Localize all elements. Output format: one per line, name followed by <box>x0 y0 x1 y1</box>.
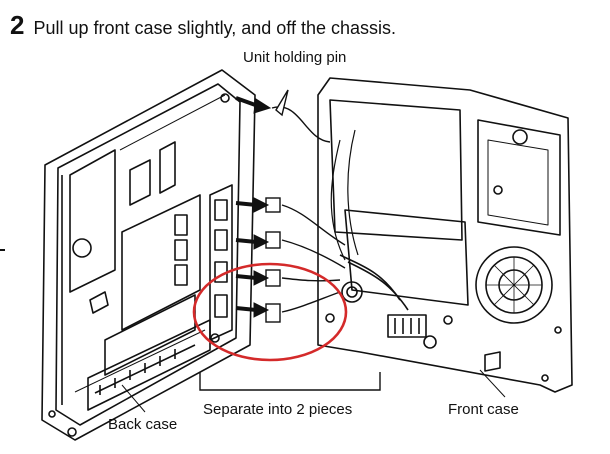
step-header: 2 Pull up front case slightly, and off t… <box>10 10 396 41</box>
step-number: 2 <box>10 10 25 40</box>
arrow-unit-holding-pin <box>235 96 272 114</box>
label-unit-holding-pin: Unit holding pin <box>243 49 347 66</box>
separate-bracket <box>199 372 381 391</box>
arrow-connector-1 <box>235 197 270 213</box>
arrow-connector-4 <box>235 302 270 318</box>
arrow-connector-3 <box>235 270 270 286</box>
pull-arrows <box>235 96 272 318</box>
label-front-case: Front case <box>448 401 519 418</box>
label-back-case: Back case <box>108 416 178 433</box>
front-case-leader <box>479 369 506 398</box>
label-separate: Separate into 2 pieces <box>203 401 353 418</box>
connector-wires <box>265 89 346 323</box>
step-instruction: Pull up front case slightly, and off the… <box>33 18 396 38</box>
front-case-drawing <box>317 77 573 393</box>
arrow-connector-2 <box>235 234 270 250</box>
back-case-drawing <box>41 69 256 441</box>
label-leader-lines <box>121 369 506 413</box>
back-case-leader <box>121 384 146 413</box>
highlight-circle <box>192 262 348 362</box>
